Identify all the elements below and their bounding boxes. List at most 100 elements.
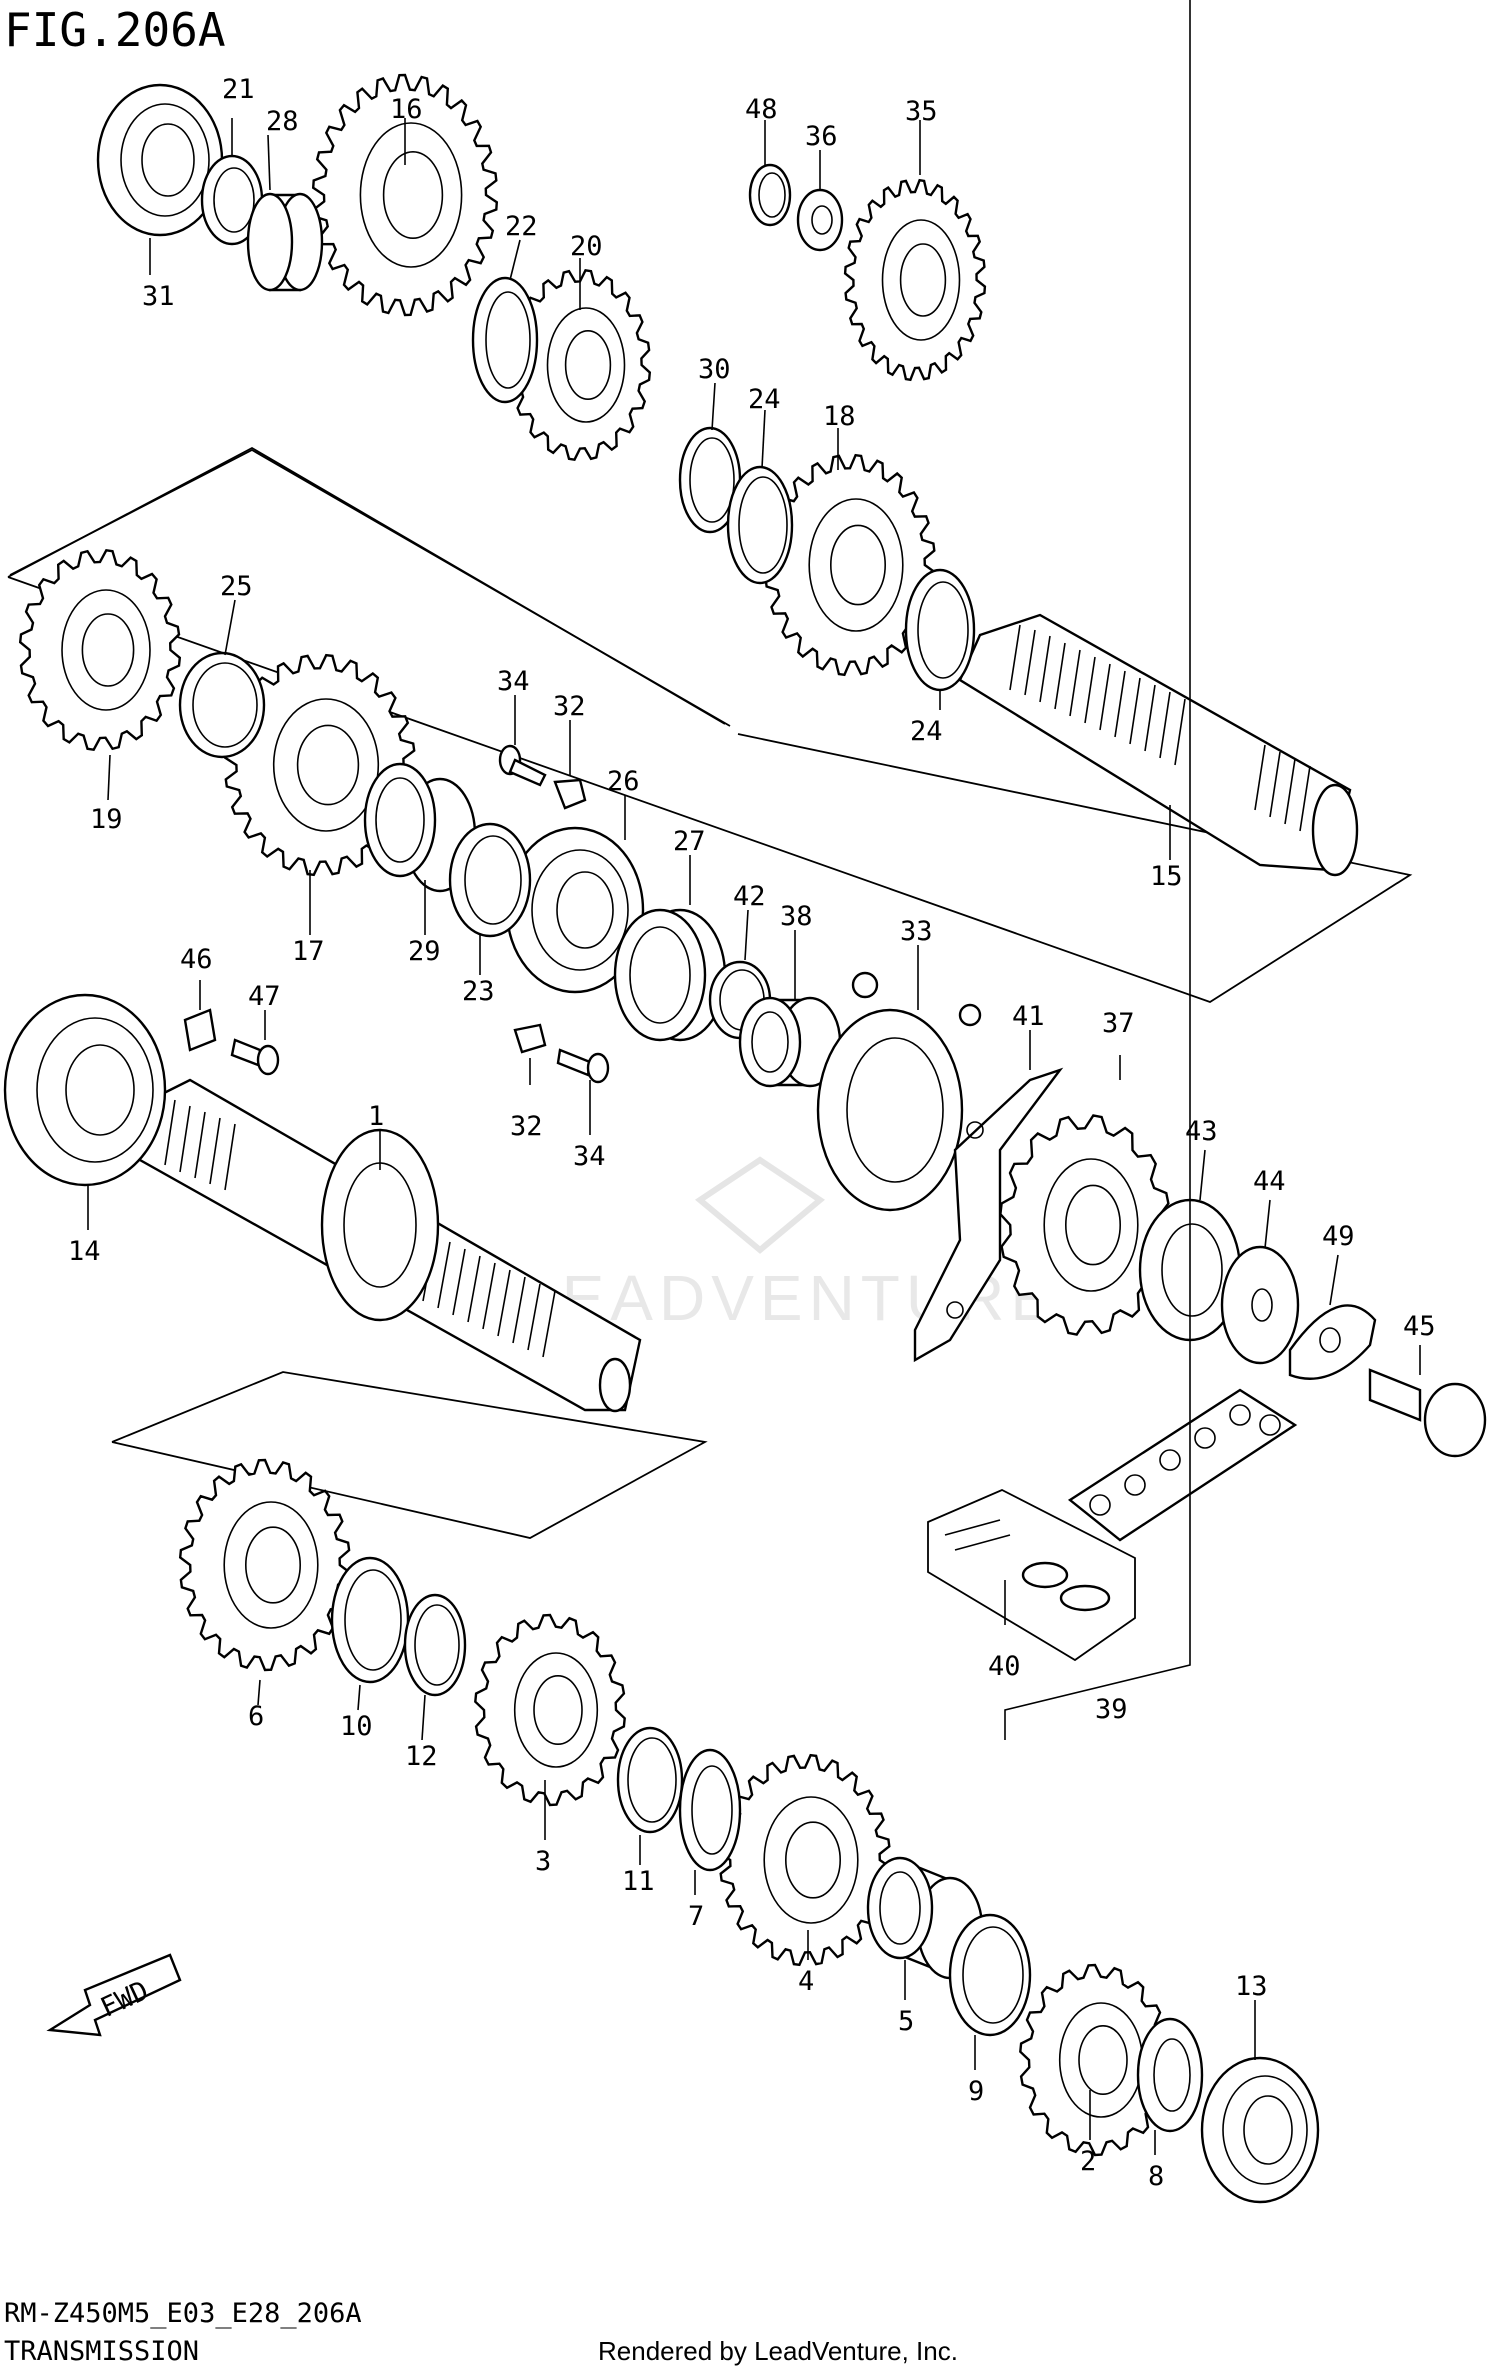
gear-37: [999, 1114, 1171, 1336]
gear-20-hub: [546, 307, 626, 423]
gear-4: [718, 1753, 892, 1967]
bearing-13: [1200, 2056, 1320, 2204]
part-label-3: 3: [535, 1846, 551, 1877]
chain-39: [1067, 1388, 1298, 1542]
bushing-28: [246, 192, 324, 292]
gear-6-bore: [245, 1526, 302, 1604]
gear-3-teeth: [474, 1613, 626, 1807]
lockwasher-49: [1288, 1304, 1377, 1380]
part-label-17: 17: [292, 936, 325, 967]
part-label-42: 42: [733, 881, 766, 912]
part-label-29: 29: [408, 936, 441, 967]
gear-18-bore: [829, 524, 886, 606]
bearing-14: [3, 993, 167, 1187]
render-credit: Rendered by LeadVenture, Inc.: [598, 2336, 958, 2366]
part-label-13: 13: [1235, 1971, 1268, 2002]
part-label-4: 4: [798, 1966, 814, 1997]
washer-22: [471, 276, 539, 404]
bearing-31: [96, 83, 224, 237]
part-label-41: 41: [1012, 1001, 1045, 1032]
part-label-2: 2: [1080, 2146, 1096, 2177]
part-label-40: 40: [988, 1651, 1021, 1682]
part-label-34-bottom: 34: [573, 1141, 606, 1172]
part-label-28: 28: [266, 106, 299, 137]
gear-16-hub: [359, 122, 463, 268]
leader-lines: [87, 0, 1421, 2155]
guard-41: [913, 1067, 1064, 1363]
washer-23: [448, 822, 532, 938]
part-label-6: 6: [248, 1701, 264, 1732]
gear-19-bore: [81, 613, 135, 687]
retainer-32-bottom: [513, 1023, 547, 1054]
retainer-46: [183, 1008, 217, 1052]
section-name: TRANSMISSION: [4, 2336, 199, 2367]
washer-24-bottom: [904, 568, 976, 692]
washer-8: [1136, 2017, 1204, 2133]
circlip-12: [403, 1593, 467, 1697]
part-label-9: 9: [968, 2076, 984, 2107]
part-label-18: 18: [823, 401, 856, 432]
gear-2-bore: [1078, 2025, 1128, 2096]
part-label-43: 43: [1185, 1116, 1218, 1147]
splined-washer-7: [678, 1748, 742, 1872]
part-label-32-top: 32: [553, 691, 586, 722]
part-label-48: 48: [745, 94, 778, 125]
seal-27: [613, 908, 727, 1042]
part-label-12: 12: [405, 1741, 438, 1772]
part-label-21: 21: [222, 74, 255, 105]
washer-10: [330, 1556, 410, 1684]
countershaft-frame-path: [7, 446, 1413, 1003]
screw-34-bottom: [556, 1048, 610, 1084]
washer-24-top: [726, 465, 794, 585]
gear-3: [474, 1613, 626, 1807]
part-label-38: 38: [780, 901, 813, 932]
gear-16-teeth: [311, 73, 499, 317]
gear-16: [311, 73, 499, 317]
driveshaft-frame: [111, 1371, 708, 1539]
gear-2-teeth: [1019, 1963, 1171, 2157]
part-label-8: 8: [1148, 2161, 1164, 2192]
gear-37-bore: [1065, 1184, 1122, 1266]
circlip-48: [748, 163, 792, 227]
gear-4-bore: [784, 1821, 841, 1899]
washer-36: [796, 188, 844, 252]
part-label-27: 27: [673, 826, 706, 857]
part-label-49: 49: [1322, 1221, 1355, 1252]
part-label-23: 23: [462, 976, 495, 1007]
circlip-30: [678, 426, 742, 534]
part-label-30: 30: [698, 354, 731, 385]
retainer-32-top: [553, 778, 587, 810]
gear-37-hub: [1043, 1158, 1139, 1292]
part-label-11: 11: [622, 1866, 655, 1897]
washer-25: [178, 651, 266, 759]
part-label-24-top: 24: [748, 384, 781, 415]
part-label-44: 44: [1253, 1166, 1286, 1197]
part-label-45: 45: [1403, 1311, 1436, 1342]
gear-2: [1019, 1963, 1171, 2157]
part-label-33: 33: [900, 916, 933, 947]
part-label-24-bottom: 24: [910, 716, 943, 747]
gear-group: [18, 73, 1171, 2157]
gear-4-teeth: [718, 1753, 892, 1967]
part-label-39: 39: [1095, 1694, 1128, 1725]
gear-19: [18, 548, 182, 752]
gear-4-hub: [763, 1796, 859, 1924]
gear-35-bore: [899, 243, 947, 317]
gear-6-hub: [223, 1501, 319, 1629]
washer-9: [948, 1913, 1032, 2037]
retainer-plate-33: [816, 971, 982, 1212]
chain-group-frame: [927, 1489, 1136, 1662]
gear-35-teeth: [843, 178, 987, 382]
part-label-32-bottom: 32: [510, 1111, 543, 1142]
gear-18-hub: [808, 498, 904, 632]
gear-37-teeth: [999, 1114, 1171, 1336]
part-label-5: 5: [898, 2006, 914, 2037]
part-label-25: 25: [220, 571, 253, 602]
bearing-26: [505, 826, 645, 994]
mainshaft-1: [138, 1078, 642, 1413]
part-label-22: 22: [505, 211, 538, 242]
gear-17-hub: [272, 698, 380, 832]
part-label-35: 35: [905, 96, 938, 127]
chain-joint-40: [944, 1519, 1111, 1612]
